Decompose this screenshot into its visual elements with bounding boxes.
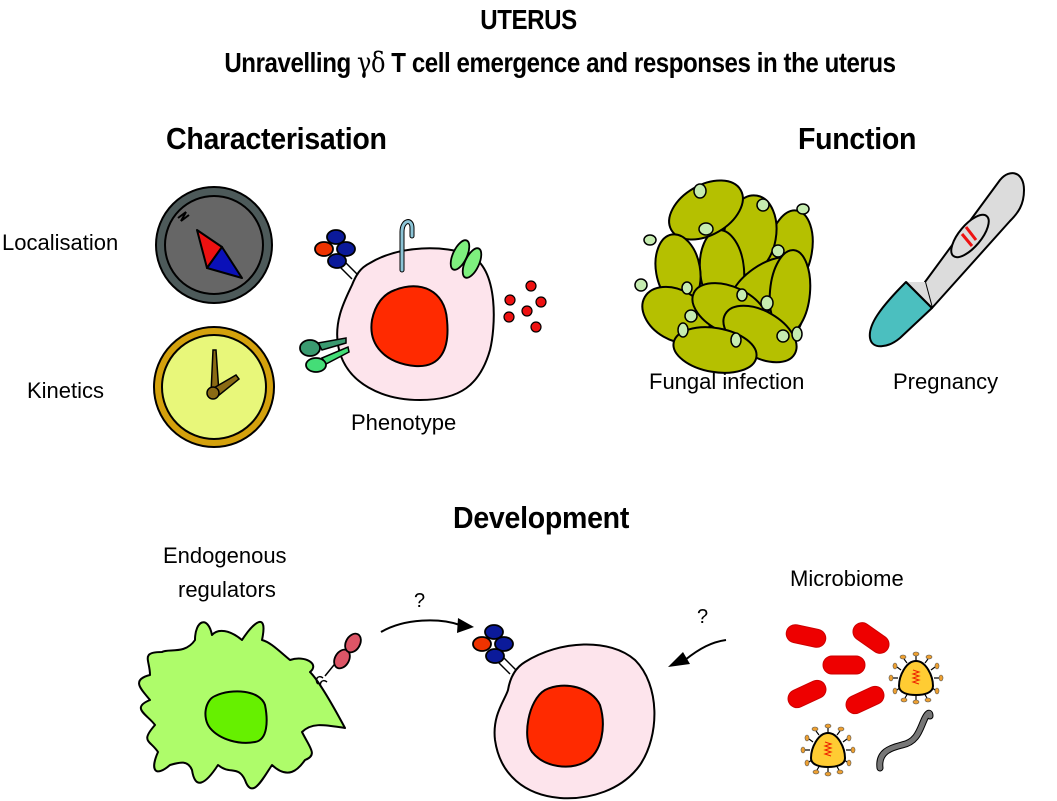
tcr-receptor xyxy=(314,229,359,280)
t-cell-icon-development xyxy=(472,624,656,800)
figure-title: UTERUS xyxy=(480,4,577,35)
dendritic-cell-icon xyxy=(138,620,362,790)
figure-subtitle: Unravelling γδ T cell emergence and resp… xyxy=(130,46,990,79)
pregnancy-test-icon xyxy=(868,172,1025,348)
virus-icon xyxy=(800,651,944,777)
compass-icon xyxy=(155,186,273,304)
label-endogenous-regulators-line2: regulators xyxy=(178,577,276,602)
yeast-cluster-icon xyxy=(634,179,814,374)
clock-icon xyxy=(153,326,275,448)
arrow-microbiome-to-tcell xyxy=(668,639,727,667)
arrow-right-question-mark: ? xyxy=(697,606,709,628)
arrow-left-question-mark: ? xyxy=(414,590,426,612)
label-kinetics: Kinetics xyxy=(27,378,105,403)
heading-function: Function xyxy=(798,121,917,156)
subtitle-prefix: Unravelling xyxy=(224,47,358,78)
bacteria-icon xyxy=(785,622,890,715)
label-microbiome: Microbiome xyxy=(790,566,904,591)
label-endogenous-regulators-line1: Endogenous xyxy=(163,543,287,568)
label-pregnancy: Pregnancy xyxy=(893,369,999,394)
cytokine-dots xyxy=(503,280,547,333)
subtitle-suffix: T cell emergence and responses in the ut… xyxy=(385,47,896,78)
subtitle-greek-gamma-delta: γδ xyxy=(357,46,386,79)
label-phenotype: Phenotype xyxy=(351,410,457,435)
worm-icon xyxy=(876,709,934,772)
heading-development: Development xyxy=(453,500,630,535)
heading-characterisation: Characterisation xyxy=(166,121,387,156)
t-cell-icon-phenotype xyxy=(299,219,547,402)
arrow-regulators-to-tcell xyxy=(380,618,474,633)
label-localisation: Localisation xyxy=(2,230,119,255)
